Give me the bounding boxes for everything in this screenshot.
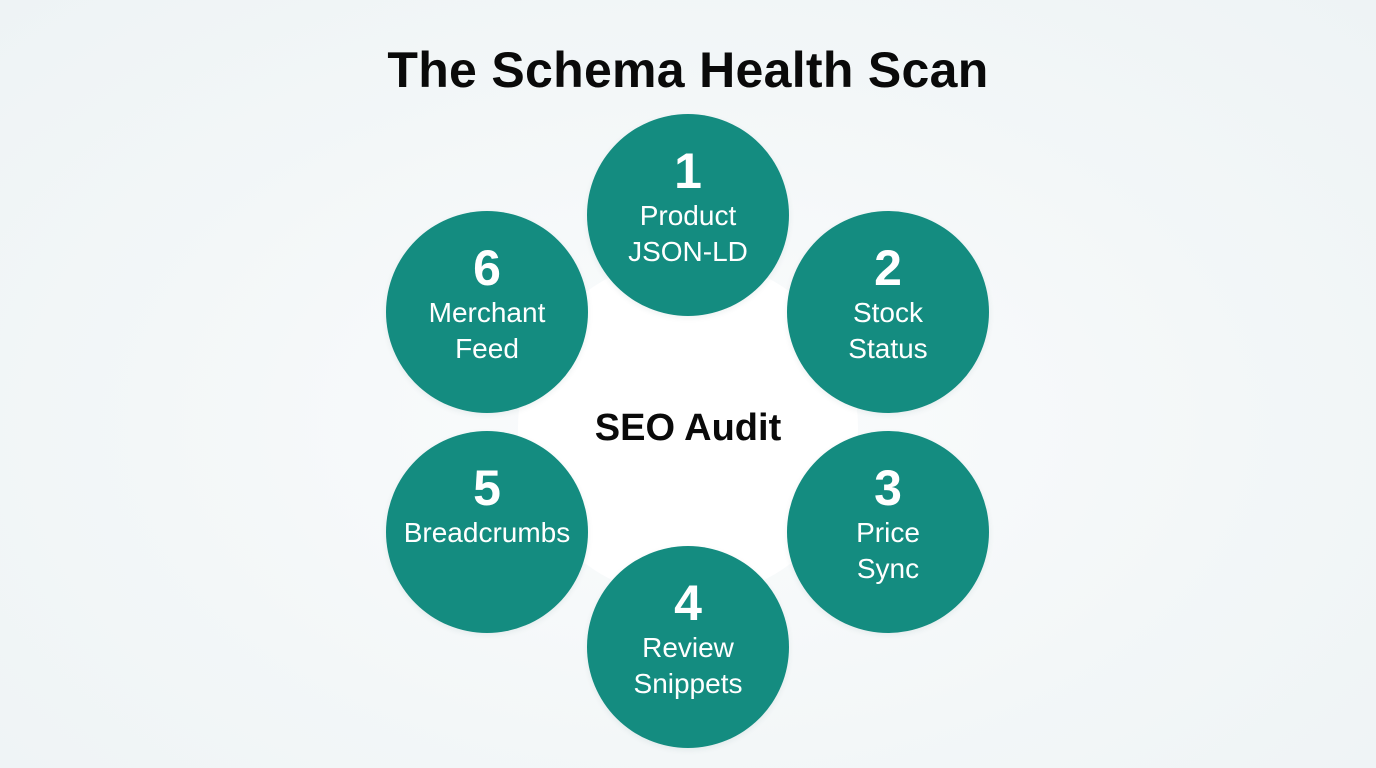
step-label: Stock Status [848, 297, 928, 364]
diagram-title: The Schema Health Scan [387, 42, 989, 98]
step-node-3[interactable]: 3 Price Sync [787, 431, 989, 633]
step-node-2[interactable]: 2 Stock Status [787, 211, 989, 413]
step-label: Merchant Feed [428, 297, 546, 364]
step-number: 5 [473, 460, 501, 516]
hub-label: SEO Audit [594, 407, 782, 449]
step-label: Breadcrumbs [403, 517, 571, 548]
step-number: 4 [674, 575, 702, 631]
step-number: 3 [874, 460, 902, 516]
step-node-5[interactable]: 5 Breadcrumbs [386, 431, 588, 633]
step-number: 6 [473, 240, 501, 296]
step-number: 2 [874, 240, 902, 296]
step-label: Price Sync [856, 517, 920, 584]
step-number: 1 [674, 143, 702, 199]
step-node-6[interactable]: 6 Merchant Feed [386, 211, 588, 413]
step-node-1[interactable]: 1 Product JSON-LD [587, 114, 789, 316]
step-node-4[interactable]: 4 Review Snippets [587, 546, 789, 748]
step-label: Review Snippets [633, 632, 743, 699]
step-label: Product JSON-LD [628, 200, 748, 267]
